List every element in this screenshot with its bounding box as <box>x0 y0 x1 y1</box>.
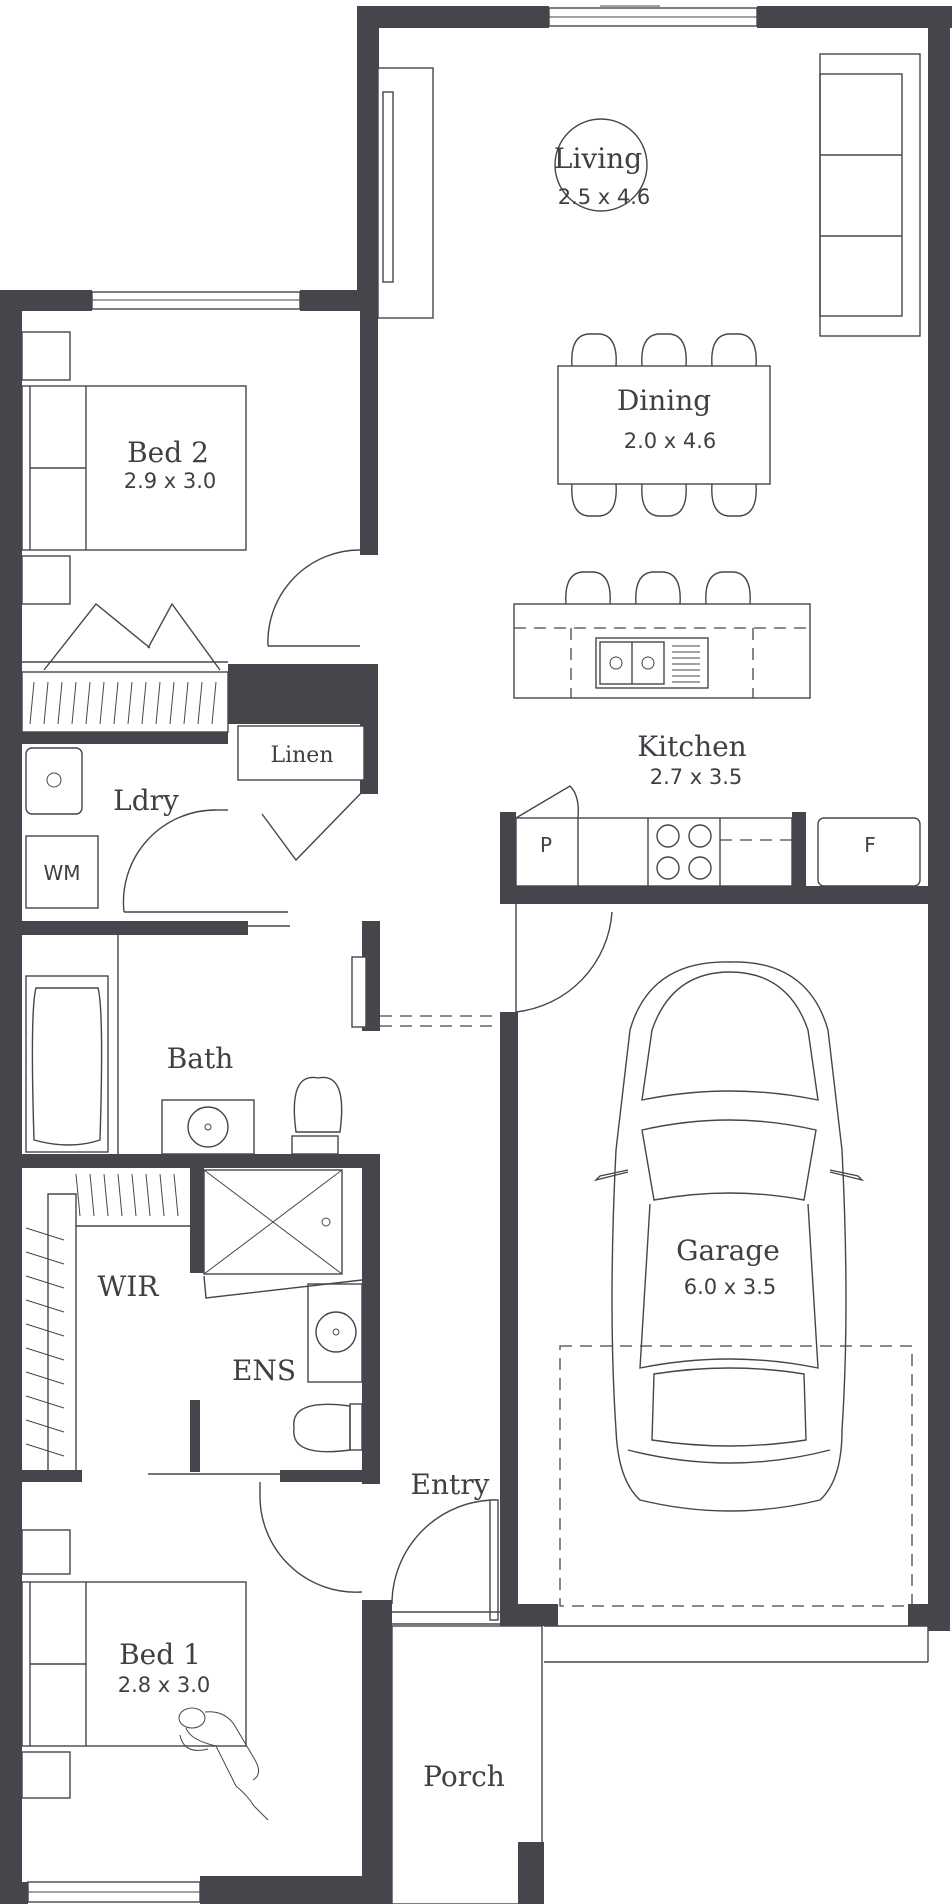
kitchen-label: Kitchen <box>637 730 746 763</box>
kitchen-sink-icon <box>595 637 709 689</box>
car-icon <box>593 961 865 1512</box>
laundry-tub-icon <box>25 747 83 815</box>
windows <box>27 5 758 1903</box>
garage-dims: 6.0 x 3.5 <box>684 1275 777 1299</box>
cooktop-icon <box>656 824 712 880</box>
entry-porch <box>391 1499 929 1904</box>
entry-label: Entry <box>411 1468 490 1501</box>
bathtub-icon <box>25 975 109 1153</box>
dining-label: Dining <box>617 384 711 417</box>
laundry-label: Ldry <box>113 784 179 817</box>
kitchen-bench <box>515 785 921 887</box>
vanity-basin-icon <box>161 1099 255 1155</box>
garage-door-and-bay <box>515 904 913 1607</box>
bed2-furniture <box>21 331 361 671</box>
bed1-furniture <box>21 1482 363 1821</box>
dining-dims: 2.0 x 4.6 <box>624 429 717 453</box>
bath-label: Bath <box>167 1042 234 1075</box>
toilet-icon <box>293 1076 343 1133</box>
ensuite-label: ENS <box>232 1354 296 1387</box>
linen-label: Linen <box>270 743 333 768</box>
robe-hangers <box>21 671 229 733</box>
bath-opening <box>380 1015 500 1027</box>
room-labels: Living 2.5 x 4.6 Dining 2.0 x 4.6 Kitche… <box>43 142 875 1793</box>
bath-fixtures <box>25 935 343 1155</box>
fridge-icon <box>817 817 921 887</box>
living-furniture <box>554 53 921 337</box>
person-figure-icon <box>178 1707 269 1821</box>
bed2-label: Bed 2 <box>127 436 209 469</box>
kitchen-dims: 2.7 x 3.5 <box>650 765 743 789</box>
living-light-fixture <box>554 118 648 212</box>
wir-ens-fixtures <box>25 1169 363 1475</box>
linen-laundry-fixtures <box>25 725 365 927</box>
washing-machine-label: WM <box>43 861 80 885</box>
bed1-dims: 2.8 x 3.0 <box>118 1673 211 1697</box>
porch-label: Porch <box>423 1760 505 1793</box>
bed1-label: Bed 1 <box>119 1638 201 1671</box>
kitchen-island <box>513 571 811 699</box>
washing-machine-icon <box>25 835 99 909</box>
dining-table <box>557 333 771 517</box>
living-label: Living <box>554 142 642 175</box>
bed2-dims: 2.9 x 3.0 <box>124 469 217 493</box>
shower-icon <box>203 1169 343 1275</box>
wir-label: WIR <box>98 1270 160 1303</box>
pantry-label: P <box>540 833 552 857</box>
garage-label: Garage <box>676 1234 780 1267</box>
walls <box>0 6 952 1904</box>
fridge-label: F <box>864 833 876 857</box>
living-dims: 2.5 x 4.6 <box>558 185 651 209</box>
